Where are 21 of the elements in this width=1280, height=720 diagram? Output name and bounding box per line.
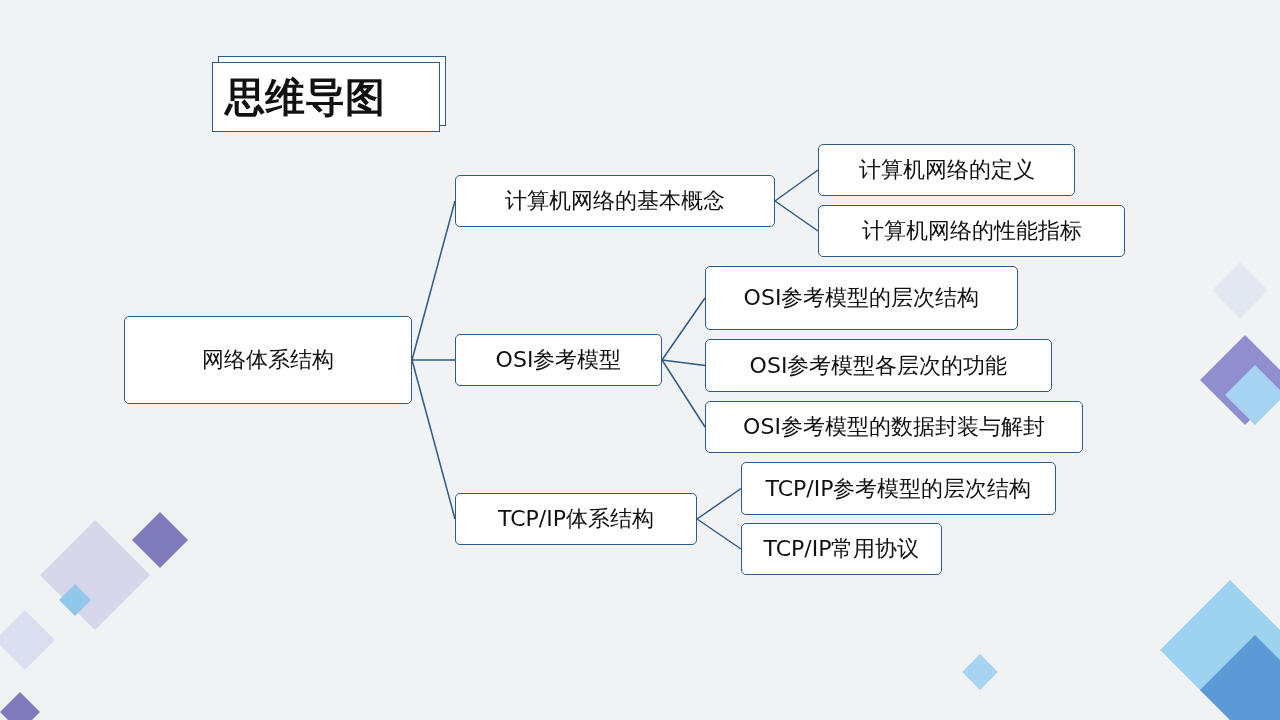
connector-line [661, 297, 706, 361]
topic-box: 计算机网络的性能指标 [818, 205, 1125, 257]
connector-line [774, 200, 819, 232]
topic-box: OSI参考模型的数据封装与解封 [705, 401, 1083, 453]
topic-box: OSI参考模型各层次的功能 [705, 339, 1052, 392]
connector-line [661, 359, 706, 367]
connector-line [411, 200, 456, 361]
topic-box: OSI参考模型的层次结构 [705, 266, 1018, 330]
connector-line [774, 169, 819, 202]
topic-box: OSI参考模型 [455, 334, 662, 386]
connector-line [411, 359, 456, 361]
connector-line [661, 359, 706, 428]
topic-box: 计算机网络的定义 [818, 144, 1075, 196]
topic-box: TCP/IP常用协议 [741, 523, 942, 575]
connector-line [411, 359, 456, 520]
topic-box: TCP/IP体系结构 [455, 493, 697, 545]
topic-box: 网络体系结构 [124, 316, 412, 404]
topic-box: 计算机网络的基本概念 [455, 175, 775, 227]
topic-box: TCP/IP参考模型的层次结构 [741, 462, 1056, 515]
connector-line [696, 518, 742, 550]
connector-line [696, 487, 742, 520]
